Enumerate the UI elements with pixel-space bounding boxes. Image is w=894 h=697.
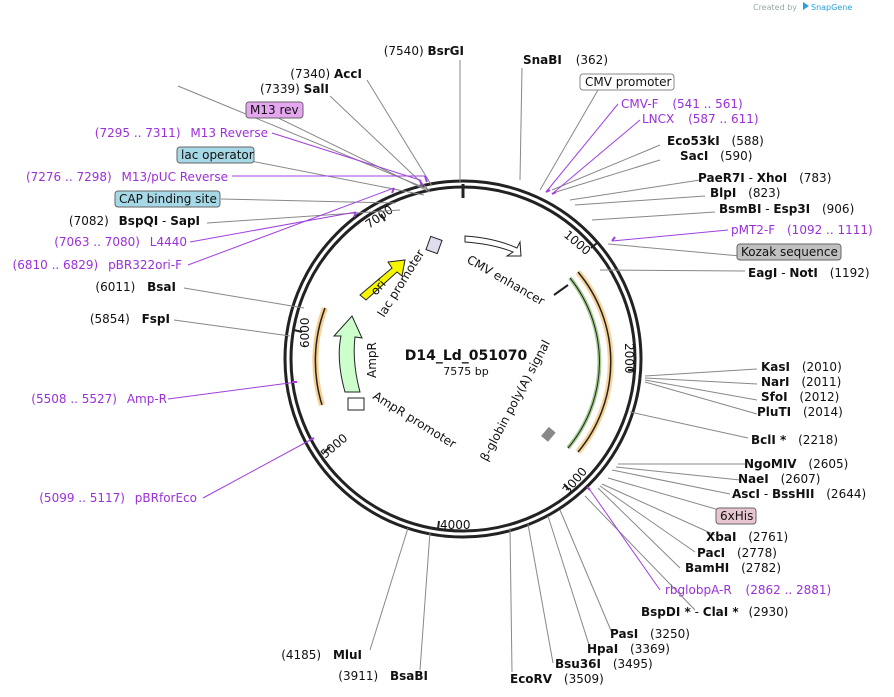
primer-amp-r: (5508 .. 5527) Amp-R <box>31 392 167 406</box>
svg-text:6xHis: 6xHis <box>720 509 753 523</box>
enzyme-bsabi: (3911) BsaBI <box>338 669 428 683</box>
enzyme-fspi: (5854) FspI <box>90 312 170 326</box>
enzyme-bspqi-sapi: (7082) BspQI - SapI <box>69 214 200 228</box>
enzyme-eco53ki: Eco53kI (588) <box>667 134 764 148</box>
enzyme-bsai: (6011) BsaI <box>95 280 176 294</box>
tick-7000: 7000 <box>363 202 396 231</box>
enzyme-bsrgi: (7540) BsrGI <box>384 44 464 58</box>
tick-marks <box>293 213 636 530</box>
primer-l4440: (7063 .. 7080) L4440 <box>54 235 187 249</box>
svg-text:lac operator: lac operator <box>181 148 254 162</box>
primer-rbglobpa-r: rbglobpA-R (2862 .. 2881) <box>665 583 831 597</box>
enzyme-saci: SacI (590) <box>680 149 752 163</box>
polya-block <box>541 426 556 442</box>
enzyme-ecorv: EcoRV (3509) <box>510 672 604 686</box>
cmv-enhancer-arrow <box>464 235 522 257</box>
svg-text:Kozak sequence: Kozak sequence <box>741 245 838 259</box>
tick-4000: 4000 <box>440 518 471 532</box>
enzyme-bspdi-clai: BspDI * - ClaI * (2930) <box>641 605 788 619</box>
primer-cmv-f: CMV-F (541 .. 561) <box>621 97 743 111</box>
ampr-arrow <box>332 315 363 393</box>
ampr-label: AmpR <box>365 342 379 378</box>
primer-pmt2-f: pMT2-F (1092 .. 1111) <box>731 223 873 237</box>
box-kozak: Kozak sequence <box>736 243 842 261</box>
credit-brand: SnapGene <box>811 3 852 12</box>
box-m13-rev: M13 rev <box>245 101 304 119</box>
svg-text:CAP binding site: CAP binding site <box>119 192 217 206</box>
primer-lncx: LNCX (587 .. 611) <box>642 112 759 126</box>
enzyme-eagi-noti: EagI - NotI (1192) <box>748 266 870 280</box>
ori-arrow <box>359 259 406 301</box>
enzyme-nari: NarI (2011) <box>761 375 841 389</box>
box-cap-site: CAP binding site <box>114 190 221 208</box>
enzyme-asci-bsshii: AscI - BssHII (2644) <box>732 487 866 501</box>
lac-operator-block <box>425 235 443 255</box>
box-cmv-promoter: CMV promoter <box>579 73 675 91</box>
box-lac-operator: lac operator <box>176 146 255 164</box>
enzyme-bsu36i: Bsu36I (3495) <box>555 657 653 671</box>
enzyme-mlui: (4185) MluI <box>281 648 362 662</box>
enzyme-ngomiv: NgoMIV (2605) <box>744 457 848 471</box>
tick-2000: 2000 <box>622 343 636 374</box>
enzyme-snabi: SnaBI (362) <box>523 53 608 67</box>
enzyme-acci: (7340) AccI <box>290 67 362 81</box>
cmv-promoter-segment <box>553 284 569 296</box>
primer-pbr322ori-f: (6810 .. 6829) pBR322ori-F <box>13 258 183 272</box>
svg-text:CMV promoter: CMV promoter <box>585 75 672 89</box>
cmv-enhancer-label: CMV enhancer <box>465 252 548 308</box>
ampr-promoter-label: AmpR promoter <box>370 389 458 451</box>
enzyme-bamhi: BamHI (2782) <box>685 561 781 575</box>
leader-lines <box>173 60 758 673</box>
svg-text:M13 rev: M13 rev <box>250 103 299 117</box>
plasmid-length: 7575 bp <box>443 365 488 378</box>
primer-marks <box>292 175 616 491</box>
enzyme-paci: PacI (2778) <box>697 546 777 560</box>
enzyme-naei: NaeI (2607) <box>738 472 820 486</box>
enzyme-bsmbi-esp3i: BsmBI - Esp3I (906) <box>719 202 854 216</box>
tick-6000: 6000 <box>298 317 312 348</box>
credit-prefix: Created by <box>753 3 797 12</box>
enzyme-xbai: XbaI (2761) <box>706 530 788 544</box>
enzyme-sfoi: SfoI (2012) <box>761 390 839 404</box>
enzyme-pasi: PasI (3250) <box>610 627 690 641</box>
plasmid-name: D14_Ld_051070 <box>405 348 528 364</box>
orf-green-arc <box>567 277 600 449</box>
backbone-outer <box>283 179 643 539</box>
enzyme-sali: (7339) SalI <box>260 82 329 96</box>
primer-leader-lines <box>167 103 729 591</box>
enzyme-blpi: BlpI (823) <box>710 186 780 200</box>
snapgene-logo-icon <box>803 2 809 10</box>
enzyme-hpai: HpaI (3369) <box>587 642 670 656</box>
enzyme-kasi: KasI (2010) <box>761 360 842 374</box>
primer-m13-reverse: (7295 .. 7311) M13 Reverse <box>95 126 268 140</box>
ampr-backbone-arc <box>314 307 326 406</box>
enzyme-pluti: PluTI (2014) <box>757 405 843 419</box>
enzyme-bcli: BclI * (2218) <box>751 433 838 447</box>
primer-m13-puc-reverse: (7276 .. 7298) M13/pUC Reverse <box>26 170 228 184</box>
ampr-promoter-block <box>347 397 365 411</box>
tick-5000: 5000 <box>318 431 350 461</box>
box-6xhis: 6xHis <box>715 507 757 525</box>
enzyme-paer7i-xhoi: PaeR7I - XhoI (783) <box>698 171 831 185</box>
orf-orange-arc <box>577 271 612 453</box>
primer-pbrforeco: (5099 .. 5117) pBRforEco <box>39 491 197 505</box>
